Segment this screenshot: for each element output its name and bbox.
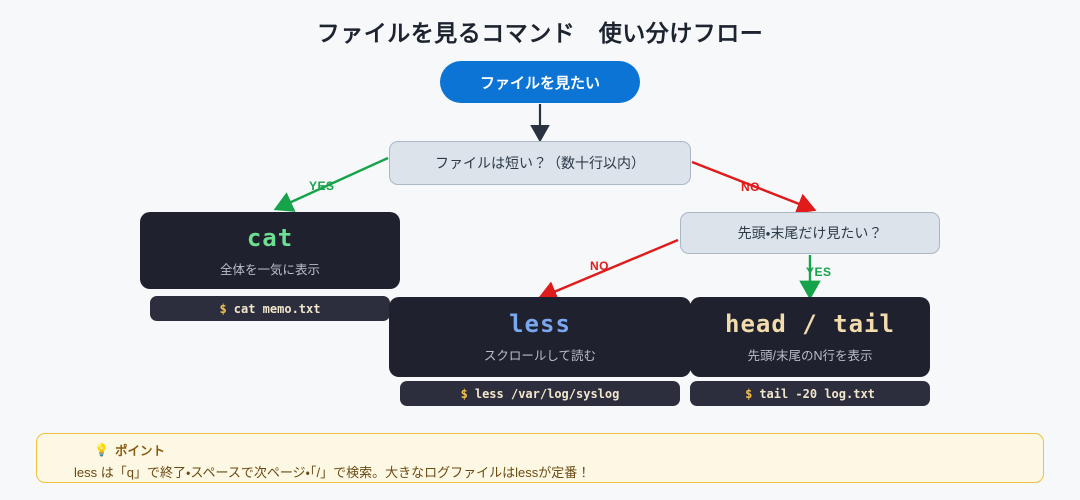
command-name: less bbox=[509, 310, 571, 338]
command-description: 先頭/末尾のN行を表示 bbox=[747, 349, 873, 363]
command-example-text: less /var/log/syslog bbox=[474, 386, 620, 401]
command-example-cat: $ cat memo.txt bbox=[150, 296, 390, 321]
tip-heading: ポイント bbox=[114, 444, 165, 458]
command-name: cat bbox=[246, 223, 294, 252]
light-bulb-icon: 💡 bbox=[94, 442, 109, 457]
command-card-cat[interactable]: cat 全体を一気に表示 bbox=[140, 212, 400, 289]
command-example-less: $ less /var/log/syslog bbox=[400, 381, 680, 406]
edge-label-headtail-no: NO bbox=[590, 259, 609, 273]
decision-node-head-or-tail-only[interactable]: 先頭・末尾だけ見たい？ bbox=[680, 212, 940, 254]
command-example-head-tail: $ tail -20 log.txt bbox=[690, 381, 930, 406]
command-name: head / tail bbox=[725, 310, 895, 338]
shell-prompt-icon: $ bbox=[745, 386, 753, 401]
shell-prompt-icon: $ bbox=[219, 301, 227, 316]
start-node-label: ファイルを見たい bbox=[479, 74, 600, 92]
arrow-headtail-no-to-less bbox=[537, 238, 679, 302]
command-card-head-tail[interactable]: head / tail 先頭/末尾のN行を表示 bbox=[690, 297, 930, 377]
tip-body: less は「q」で終了・スペースで次ページ・「/」で検索。大きなログファイルは… bbox=[74, 465, 591, 480]
command-description: スクロールして読む bbox=[483, 349, 597, 363]
edge-label-short-yes: YES bbox=[309, 179, 335, 193]
decision-node-file-is-short[interactable]: ファイルは短い？（数十行以内） bbox=[389, 141, 691, 185]
shell-prompt-icon: $ bbox=[460, 386, 468, 401]
command-description: 全体を一気に表示 bbox=[219, 262, 320, 277]
command-example-text: tail -20 log.txt bbox=[759, 386, 875, 401]
edge-label-headtail-yes: YES bbox=[806, 265, 832, 279]
decision-label: ファイルは短い？（数十行以内） bbox=[435, 155, 645, 171]
decision-label: 先頭・末尾だけ見たい？ bbox=[737, 225, 883, 241]
command-example-text: cat memo.txt bbox=[233, 301, 321, 316]
start-node[interactable]: ファイルを見たい bbox=[440, 61, 640, 103]
edge-label-short-no: NO bbox=[741, 180, 760, 194]
tip-heading-row: 💡 ポイント bbox=[94, 440, 1021, 459]
command-card-less[interactable]: less スクロールして読む bbox=[389, 297, 691, 377]
tip-callout: 💡 ポイント less は「q」で終了・スペースで次ページ・「/」で検索。大きな… bbox=[36, 433, 1044, 483]
page-title: ファイルを見るコマンド 使い分けフロー bbox=[316, 20, 764, 46]
